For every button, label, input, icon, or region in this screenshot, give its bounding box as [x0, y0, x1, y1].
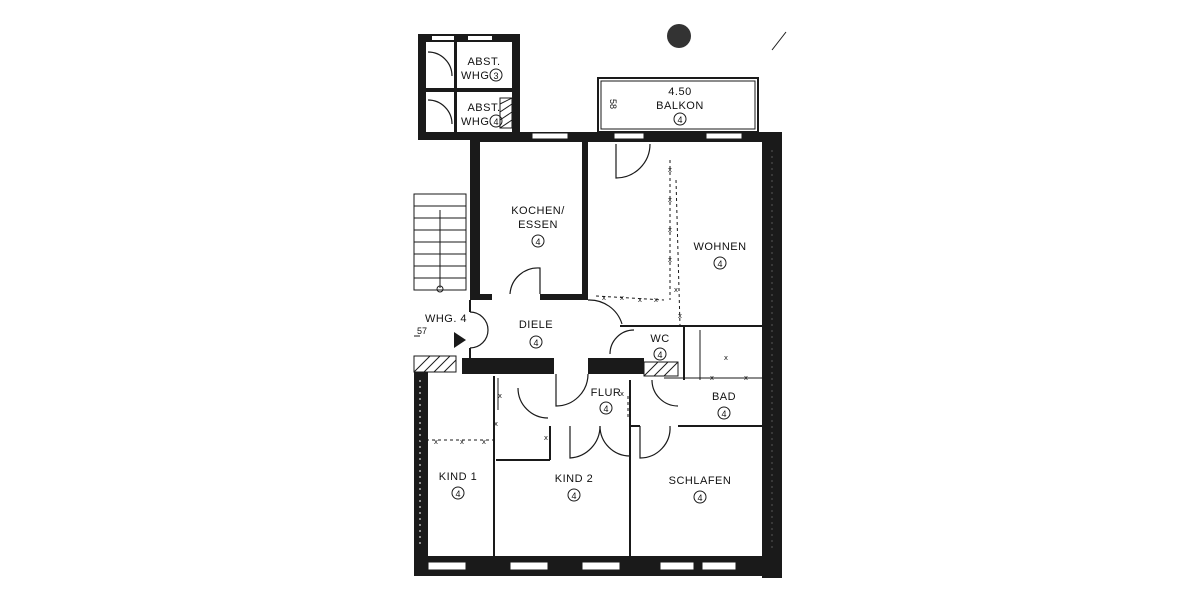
- wc-unit: 4: [657, 350, 662, 360]
- kochen-unit: 4: [535, 237, 540, 247]
- bad-label: BAD: [712, 391, 736, 403]
- unit-circle-icon: [717, 406, 731, 420]
- abst4-unit: 4: [493, 117, 498, 127]
- diele-label: DIELE: [519, 319, 553, 331]
- svg-text:x: x: [674, 286, 678, 294]
- unit-circle-icon: [673, 112, 687, 126]
- balcony-dimension: 4.50: [668, 86, 691, 98]
- flur-label: FLUR: [591, 387, 622, 399]
- svg-text:x: x: [724, 354, 728, 362]
- unit-circle-icon: [567, 488, 581, 502]
- svg-text:x: x: [602, 294, 606, 302]
- abst3-unit: 3: [493, 71, 498, 81]
- unit-circle-icon: [693, 490, 707, 504]
- abst3-line1: ABST.: [467, 56, 500, 68]
- balkon-unit: 4: [677, 115, 682, 125]
- unit-circle-icon: [653, 347, 667, 361]
- schlafen-unit: 4: [697, 493, 702, 503]
- room-labels: ABST. WHG. 3 ABST. WHG. 4 4.50 BALKON 4 …: [417, 56, 746, 504]
- exterior-walls: [414, 132, 782, 578]
- bad-unit: 4: [721, 409, 726, 419]
- kochen-line2: ESSEN: [518, 219, 558, 231]
- svg-text:x: x: [544, 434, 548, 442]
- abst3-line2: WHG.: [461, 70, 493, 82]
- wohnen-unit: 4: [717, 259, 722, 269]
- entrance-dimension: 57: [417, 326, 427, 336]
- svg-text:x: x: [678, 312, 682, 320]
- installation-marks: x x x x x x x x x x x x x x x x x x x x: [414, 160, 748, 446]
- unit-circle-icon: [531, 234, 545, 248]
- balkon-label: BALKON: [656, 100, 704, 112]
- diele-unit: 4: [533, 338, 538, 348]
- svg-text:x: x: [620, 294, 624, 302]
- svg-text:x: x: [498, 392, 502, 400]
- flur-unit: 4: [603, 404, 608, 414]
- unit-circle-icon: [529, 335, 543, 349]
- svg-text:x: x: [494, 420, 498, 428]
- kind1-label: KIND 1: [439, 471, 477, 483]
- svg-text:x: x: [668, 226, 672, 234]
- unit-circle-icon: [489, 114, 503, 128]
- kind2-unit: 4: [571, 491, 576, 501]
- svg-text:x: x: [710, 374, 714, 382]
- svg-text:x: x: [434, 438, 438, 446]
- svg-text:x: x: [620, 390, 624, 398]
- wohnen-label: WOHNEN: [693, 241, 746, 253]
- unit-circle-icon: [489, 68, 503, 82]
- schlafen-label: SCHLAFEN: [669, 475, 732, 487]
- svg-text:x: x: [482, 438, 486, 446]
- unit-circle-icon: [599, 401, 613, 415]
- entrance-label: WHG. 4: [425, 313, 467, 325]
- kind1-unit: 4: [455, 489, 460, 499]
- wc-label: WC: [650, 333, 669, 345]
- interior-walls: [413, 142, 762, 556]
- svg-text:x: x: [654, 296, 658, 304]
- balcony-side-dimension: 58: [608, 99, 618, 109]
- unit-circle-icon: [451, 486, 465, 500]
- svg-text:x: x: [668, 256, 672, 264]
- svg-text:x: x: [744, 374, 748, 382]
- doors: [414, 143, 679, 459]
- marker-dot: [667, 24, 691, 48]
- kind2-label: KIND 2: [555, 473, 593, 485]
- unit-circle-icon: [713, 256, 727, 270]
- svg-text:x: x: [668, 166, 672, 174]
- abst4-line2: WHG.: [461, 116, 493, 128]
- staircase: [413, 193, 467, 293]
- scan-mark: [771, 31, 787, 51]
- abst4-line1: ABST.: [467, 102, 500, 114]
- kochen-line1: KOCHEN/: [511, 205, 565, 217]
- svg-text:x: x: [668, 196, 672, 204]
- svg-text:x: x: [460, 438, 464, 446]
- svg-text:x: x: [638, 296, 642, 304]
